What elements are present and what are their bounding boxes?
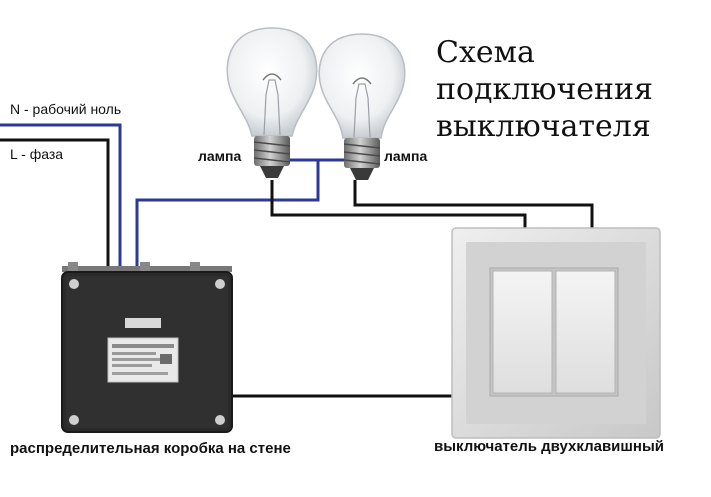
light-bulb-icon bbox=[226, 27, 318, 178]
phase-wire bbox=[0, 138, 110, 275]
double-switch-icon bbox=[451, 227, 661, 439]
light-bulb-icon bbox=[318, 33, 406, 180]
lamp-neutral-wire bbox=[135, 158, 345, 275]
diagram-title: Схема подключения выключателя bbox=[436, 34, 696, 145]
junction-box-label: распределительная коробка на стене bbox=[10, 440, 291, 457]
title-line-3: выключателя bbox=[436, 109, 651, 144]
neutral-label: N - рабочий ноль bbox=[10, 101, 122, 117]
switch-label: выключатель двухклавишный bbox=[434, 438, 664, 455]
lamp-right-label: лампа bbox=[384, 148, 428, 164]
neutral-wire bbox=[0, 123, 122, 275]
title-line-2: подключения bbox=[436, 72, 653, 107]
title-line-1: Схема bbox=[436, 35, 535, 70]
lamp-left-label: лампа bbox=[198, 148, 242, 164]
phase-label: L - фаза bbox=[10, 146, 64, 162]
lamp-switch-wires bbox=[270, 180, 594, 235]
junction-box-icon bbox=[61, 262, 233, 433]
